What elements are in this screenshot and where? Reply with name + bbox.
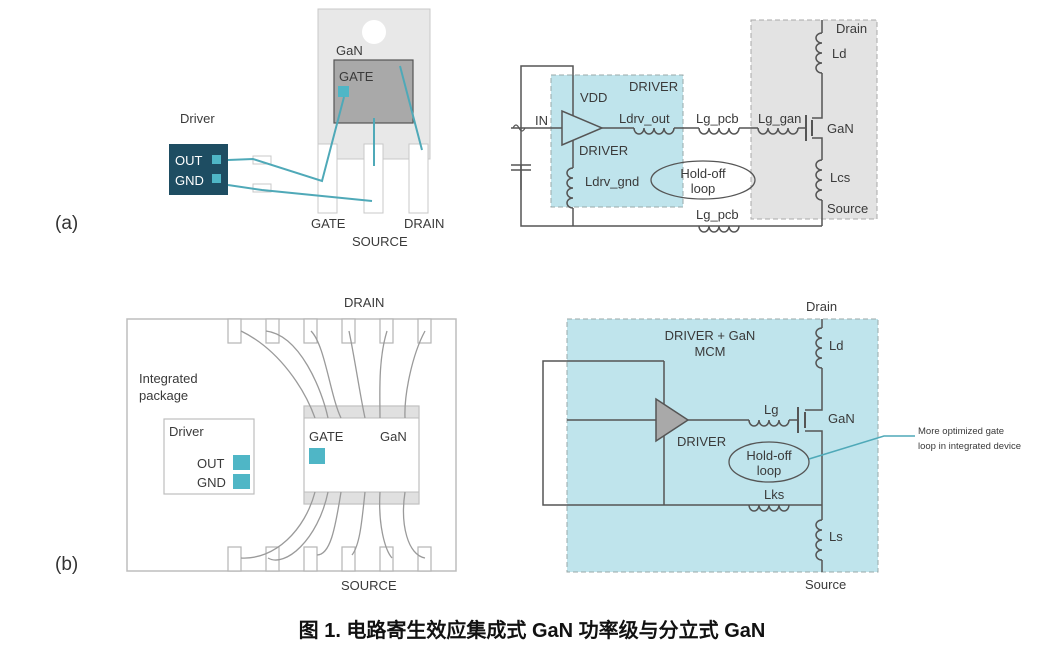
driver-buffer-b <box>655 397 690 443</box>
gnd-wire <box>227 184 373 202</box>
annotation-leader-line <box>808 435 915 460</box>
mounting-hole <box>362 20 386 44</box>
gan-label-b-sch: GaN <box>828 411 855 426</box>
lead-gate <box>317 143 338 214</box>
holdoff-text-a-1: Hold-off <box>680 166 726 181</box>
driver-chip <box>169 144 228 195</box>
schematic-a-wires <box>511 20 823 233</box>
driver-label-a: DRIVER <box>579 143 628 158</box>
ldrv-out-label: Ldrv_out <box>619 111 670 126</box>
lg-gan-label: Lg_gan <box>758 111 801 126</box>
lead-source-label: SOURCE <box>352 234 408 249</box>
integrated-label-1: Integrated <box>139 371 198 386</box>
out-pad <box>212 155 221 164</box>
driver-region-title: DRIVER <box>629 79 678 94</box>
holdoff-text-b-2: loop <box>757 463 782 478</box>
integrated-label-2: package <box>139 388 188 403</box>
gan-die-b <box>303 405 420 505</box>
lead-gate-label: GATE <box>311 216 346 231</box>
panel-a-label: (a) <box>55 213 78 234</box>
discrete-gan-package <box>252 8 431 214</box>
gan-region <box>750 19 878 220</box>
drain-label-b-sch: Drain <box>806 299 837 314</box>
source-label-a: Source <box>827 201 868 216</box>
annotation-text-2: loop in integrated device <box>918 441 1021 452</box>
gate-pad-b <box>309 448 325 464</box>
driver-label-b: DRIVER <box>677 434 726 449</box>
driver-pin-gnd-b: GND <box>197 475 226 490</box>
gate-wire <box>227 96 345 183</box>
gate-pad <box>338 86 349 97</box>
mcm-label-2: MCM <box>694 344 725 359</box>
schematic-b-wires <box>542 319 823 572</box>
in-label: IN <box>535 113 548 128</box>
lks-label: Lks <box>764 487 785 502</box>
ls-label: Ls <box>829 529 843 544</box>
holdoff-text-b-1: Hold-off <box>746 448 792 463</box>
lead-drain <box>408 143 429 214</box>
gate-label-b: GATE <box>309 429 344 444</box>
lcs-label: Lcs <box>830 170 851 185</box>
mcm-label-1: DRIVER + GaN <box>665 328 756 343</box>
driver-pin-out-b: OUT <box>197 456 225 471</box>
driver-pin-gnd: GND <box>175 173 204 188</box>
drain-wire <box>399 65 423 151</box>
holdoff-loop-b <box>728 441 810 483</box>
panel-b-label: (b) <box>55 554 78 575</box>
vdd-label: VDD <box>580 90 607 105</box>
lg-pcb-bottom-label: Lg_pcb <box>696 207 739 222</box>
drain-label-b: DRAIN <box>344 295 384 310</box>
ld-label-a: Ld <box>832 46 846 61</box>
figure-caption: 图 1. 电路寄生效应集成式 GaN 功率级与分立式 GaN <box>298 620 766 642</box>
holdoff-loop-a <box>650 160 756 200</box>
die-gate-label: GATE <box>339 69 374 84</box>
integrated-package <box>126 318 457 572</box>
holdoff-text-a-2: loop <box>691 181 716 196</box>
driver-title-b: Driver <box>169 424 204 439</box>
lg-pcb-top-label: Lg_pcb <box>696 111 739 126</box>
source-label-b: SOURCE <box>341 578 397 593</box>
gan-label-a: GaN <box>827 121 854 136</box>
lg-label: Lg <box>764 402 778 417</box>
gan-label-b-pkg: GaN <box>380 429 407 444</box>
driver-buffer-a <box>561 109 604 147</box>
package-gan-label: GaN <box>336 43 363 58</box>
driver-pin-out: OUT <box>175 153 203 168</box>
annotation-text-1: More optimized gate <box>918 426 1004 437</box>
source-label-b-sch: Source <box>805 577 846 592</box>
driver-title: Driver <box>180 111 215 126</box>
ld-label-b: Ld <box>829 338 843 353</box>
gnd-pad <box>212 174 221 183</box>
ldrv-gnd-label: Ldrv_gnd <box>585 174 639 189</box>
lead-drain-label: DRAIN <box>404 216 444 231</box>
drain-label-a: Drain <box>836 21 867 36</box>
